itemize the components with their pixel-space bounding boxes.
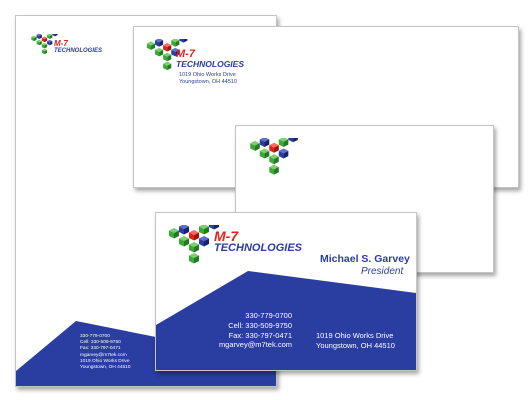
card-name: Michael S. Garvey [320, 253, 410, 265]
card-phone: 330-779-0700 [245, 311, 292, 320]
letterhead-email: mgarvey@m7tek.com [80, 352, 127, 358]
card-street: 1019 Ohio Works Drive [316, 331, 394, 340]
card-title: President [361, 266, 404, 277]
letterhead-phone: 330-779-0700 [80, 334, 110, 339]
card-cell: Cell: 330-509-9750 [228, 320, 292, 330]
card-wordmark: M-7 TECHNOLOGIES [214, 229, 302, 254]
letterhead-street: 1019 Ohio Works Drive [80, 358, 130, 364]
card-fax: Fax: 330-797-0471 [228, 330, 292, 340]
card-city: Youngstown, OH 44510 [316, 340, 395, 350]
envelope-wordmark: M-7 TECHNOLOGIES [176, 49, 244, 69]
card-email: mgarvey@m7tek.com [218, 340, 292, 350]
wordmark-technologies: TECHNOLOGIES [176, 59, 245, 69]
card-blue-footer [156, 271, 416, 370]
wordmark-m7: M-7 [54, 39, 68, 48]
envelope-city: Youngstown, OH 44510 [179, 78, 237, 85]
wordmark-technologies: TECHNOLOGIES [54, 48, 103, 54]
wordmark-m7: M-7 [176, 48, 195, 60]
card-contact: 330-779-0700 Cell: 330-509-9750 Fax: 330… [219, 311, 292, 350]
wordmark-technologies: TECHNOLOGIES [214, 242, 303, 254]
letterhead-contact: 330-779-0700 Cell: 330-509-9750 Fax: 330… [80, 334, 131, 371]
letterhead-wordmark: M-7 TECHNOLOGIES [54, 39, 103, 55]
letterhead-city: Youngstown, OH 44510 [80, 365, 131, 371]
wordmark-m7: M-7 [214, 228, 239, 244]
letterhead-fax: Fax: 330-797-0471 [80, 346, 121, 352]
envelope-street: 1019 Ohio Works Drive [179, 72, 236, 78]
card-address: 1019 Ohio Works Drive Youngstown, OH 445… [316, 331, 395, 351]
letterhead-cell: Cell: 330-509-9750 [80, 340, 121, 346]
business-card-sheet: M-7 TECHNOLOGIES Michael S. Garvey Presi… [155, 212, 417, 371]
envelope-return-address: 1019 Ohio Works Drive Youngstown, OH 445… [179, 72, 237, 86]
cube-logo-icon [250, 138, 300, 178]
